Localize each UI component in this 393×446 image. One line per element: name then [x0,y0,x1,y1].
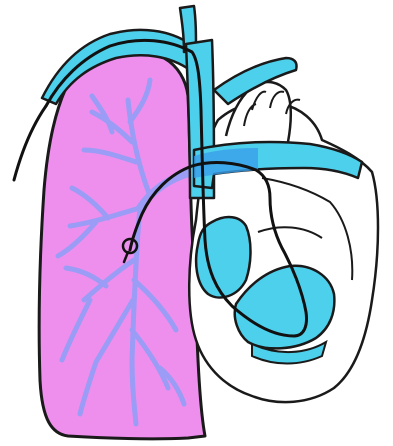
catheter-external-segment [14,106,46,180]
